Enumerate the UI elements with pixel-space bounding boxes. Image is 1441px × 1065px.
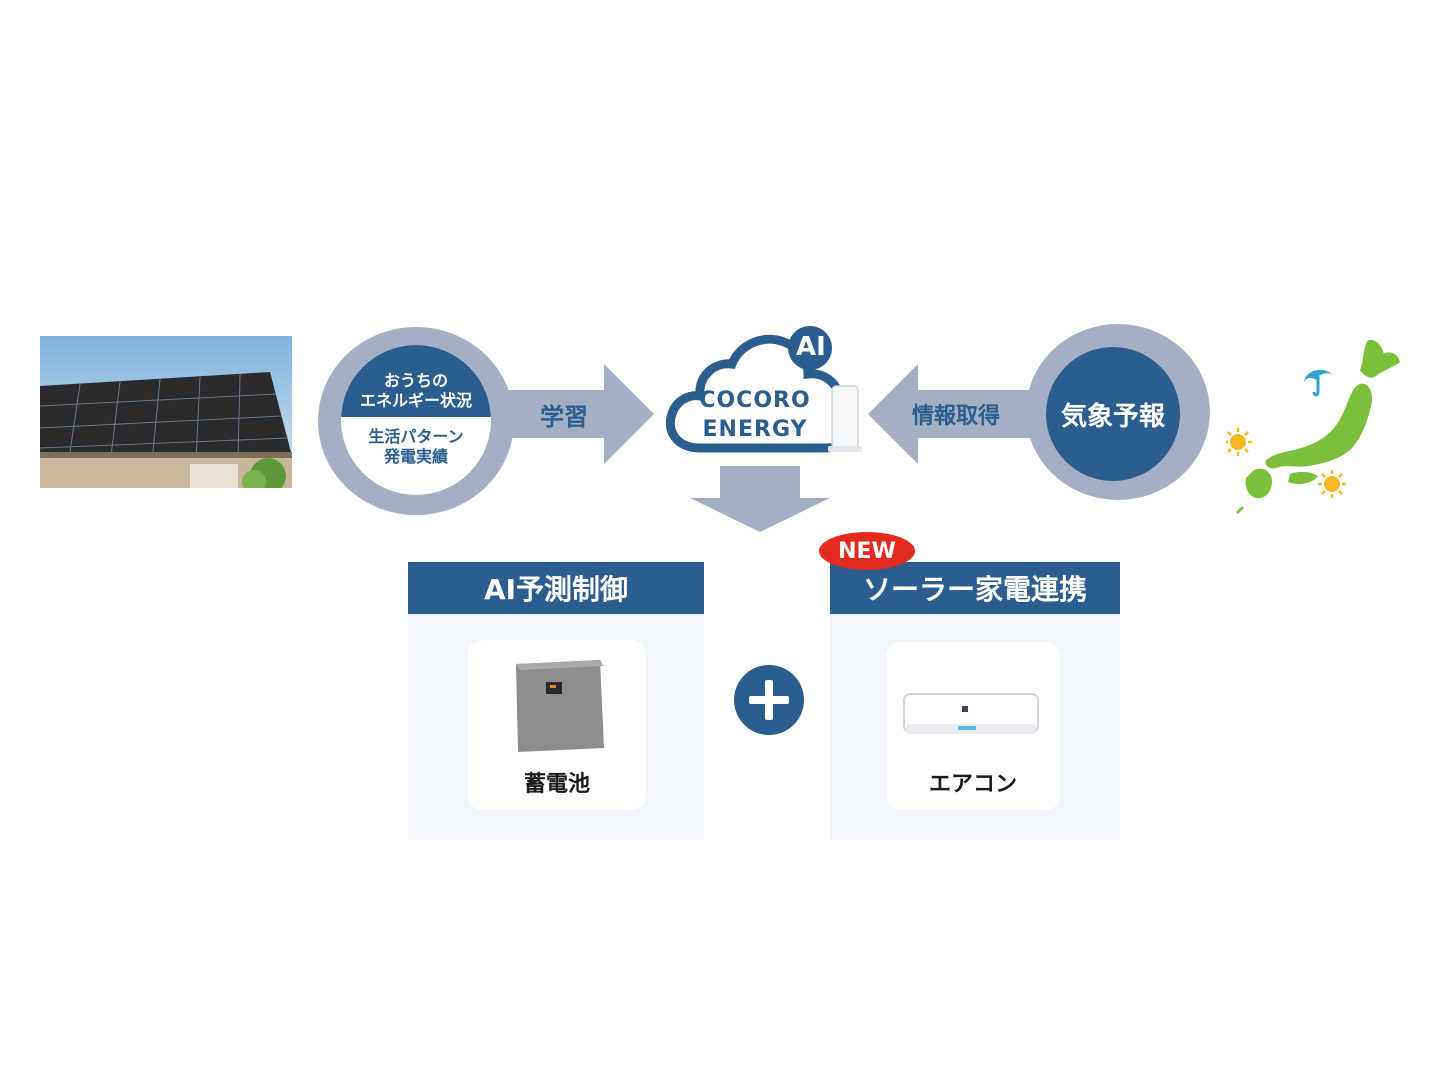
ai-badge-label: AI bbox=[796, 332, 826, 362]
life-pattern-section: 生活パターン 発電実績 bbox=[341, 419, 491, 495]
cocoro-energy-line2: ENERGY bbox=[702, 417, 808, 442]
household-data-inner: おうちの エネルギー状況 生活パターン 発電実績 bbox=[341, 345, 491, 495]
energy-status-line1: おうちの bbox=[383, 371, 448, 390]
energy-status-section: おうちの エネルギー状況 bbox=[341, 345, 491, 417]
ai-control-header: AI予測制御 bbox=[408, 562, 704, 614]
arrow-down-icon bbox=[690, 466, 830, 532]
japan-map-icon bbox=[1226, 339, 1400, 514]
battery-icon bbox=[516, 660, 604, 752]
ai-badge-icon bbox=[788, 326, 832, 370]
plus-icon bbox=[734, 665, 804, 735]
energy-status-line2: エネルギー状況 bbox=[359, 391, 472, 410]
info-acquisition-label: 情報取得 bbox=[912, 404, 1001, 429]
arrow-left-icon bbox=[868, 364, 1032, 464]
arrow-right-icon bbox=[508, 364, 654, 464]
air-conditioner-icon bbox=[903, 693, 1039, 734]
umbrella-icon bbox=[1304, 369, 1332, 397]
life-pattern-line2: 発電実績 bbox=[383, 447, 448, 466]
new-badge: NEW bbox=[819, 532, 915, 570]
new-badge-label: NEW bbox=[838, 538, 896, 564]
life-pattern-line1: 生活パターン bbox=[368, 427, 464, 446]
cocoro-energy-label: COCORO ENERGY bbox=[696, 386, 814, 444]
router-icon bbox=[828, 385, 862, 452]
sun-icon bbox=[1226, 428, 1252, 456]
air-conditioner-label: エアコン bbox=[928, 772, 1017, 797]
learning-label: 学習 bbox=[540, 403, 588, 431]
battery-label: 蓄電池 bbox=[523, 772, 590, 797]
solar-appliance-header: ソーラー家電連携 bbox=[830, 562, 1120, 614]
sun-icon bbox=[1318, 470, 1346, 498]
cocoro-energy-line1: COCORO bbox=[699, 388, 811, 413]
solar-appliance-title: ソーラー家電連携 bbox=[862, 573, 1087, 606]
ai-control-title: AI予測制御 bbox=[483, 573, 629, 606]
weather-forecast-label: 気象予報 bbox=[1060, 401, 1165, 432]
house-solar-photo bbox=[40, 336, 292, 488]
weather-forecast-inner: 気象予報 bbox=[1046, 347, 1180, 481]
